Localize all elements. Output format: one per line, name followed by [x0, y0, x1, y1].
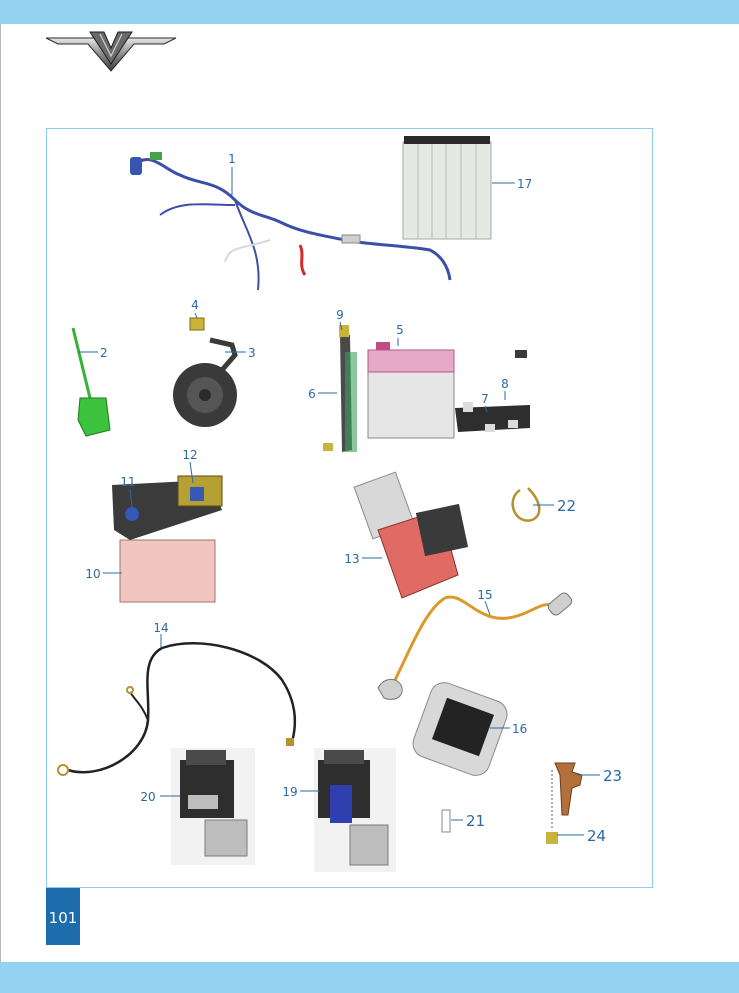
ignition-coil: [353, 471, 469, 599]
callout-6: 6: [308, 387, 316, 401]
fuse: [441, 809, 451, 833]
battery: [367, 342, 455, 439]
callout-10: 10: [85, 567, 100, 581]
spark-plug-cable: [377, 592, 573, 701]
callout-15: 15: [477, 588, 492, 602]
callout-22: 22: [557, 497, 576, 515]
callout-17: 17: [517, 177, 532, 191]
control-unit-box: [119, 539, 216, 603]
battery-side-bracket: [340, 335, 357, 452]
terminal-lug: [551, 762, 583, 830]
callout-5: 5: [396, 323, 404, 337]
callout-8: 8: [501, 377, 509, 391]
horn: [173, 337, 238, 427]
callout-14: 14: [153, 621, 168, 635]
terminal-bolt: [546, 832, 558, 844]
bottom-banner: [0, 962, 739, 993]
battery-nut: [515, 350, 527, 358]
callout-7: 7: [481, 392, 489, 406]
cable-clamp: [511, 487, 541, 522]
callout-19: 19: [282, 785, 297, 799]
callout-4: 4: [191, 298, 199, 312]
callout-20: 20: [140, 790, 155, 804]
callout-23: 23: [603, 767, 622, 785]
v-wing-logo-icon: [45, 31, 177, 72]
page-number: 101: [48, 909, 78, 927]
top-banner: [0, 0, 739, 24]
battery-bolt: [323, 325, 349, 451]
callout-12: 12: [182, 448, 197, 462]
callout-2: 2: [100, 346, 108, 360]
flasher-relay-dark: [171, 748, 255, 865]
control-unit-connector: [177, 475, 223, 507]
callout-16: 16: [512, 722, 527, 736]
leader-lines: [78, 167, 600, 836]
callout-3: 3: [248, 346, 256, 360]
callout-13: 13: [344, 552, 359, 566]
diagram-frame: [46, 128, 653, 888]
callout-9: 9: [336, 308, 344, 322]
battery-electrolyte-pack: [402, 136, 492, 240]
callout-1: 1: [228, 152, 236, 166]
callout-11: 11: [120, 475, 135, 489]
starter-relay: [412, 682, 508, 776]
wiring-harness: [130, 152, 452, 291]
page-number-badge: 101: [46, 888, 80, 945]
level-sensor: [71, 327, 111, 437]
page-margin-line: [0, 24, 1, 962]
battery-holder-bracket: [455, 402, 530, 432]
flasher-relay-blue: [314, 748, 396, 872]
ground-cable: [57, 642, 297, 776]
callout-21: 21: [466, 812, 485, 830]
callout-24: 24: [587, 827, 606, 845]
horn-bolt: [189, 317, 205, 331]
